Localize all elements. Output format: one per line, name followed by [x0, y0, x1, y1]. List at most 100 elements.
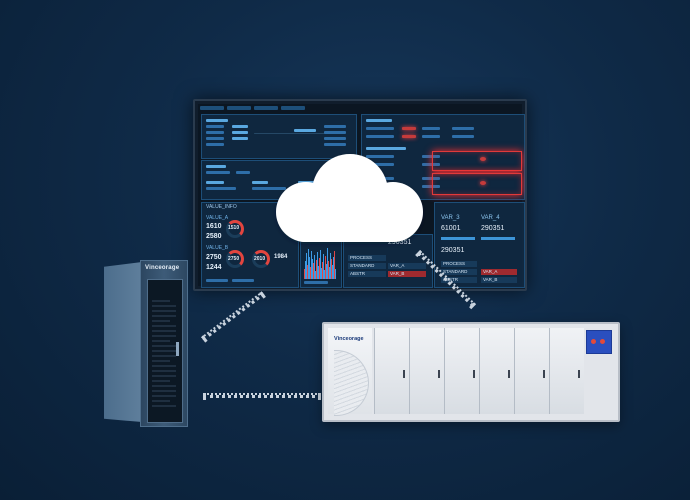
gauge-value: 2010 [254, 256, 266, 262]
door-handle[interactable] [403, 370, 405, 378]
chart-bar [320, 250, 321, 279]
table-cell: VAR_B [481, 277, 517, 283]
chart-bar [319, 258, 320, 279]
dashboard-monitor: VALUE_INFO VALUE_A 1610 2580 1510 VALUE_… [193, 99, 527, 291]
values-panel: 290351 PROCESS STANDARD VAR_A ABSTR VAR_… [343, 234, 433, 288]
tab-4[interactable] [281, 106, 305, 110]
rack-unit [152, 315, 176, 317]
table-cell-alarm[interactable]: VAR_A [481, 269, 517, 275]
container-graphic [334, 350, 369, 416]
alarm-highlight-1[interactable] [432, 151, 522, 171]
rack-unit [152, 300, 170, 302]
chart-bar [332, 265, 333, 279]
rack-unit [152, 390, 176, 392]
chart-bar [315, 271, 316, 279]
value-readout: 290351 [388, 239, 412, 246]
chart-bar [329, 267, 330, 279]
rack-unit [152, 350, 176, 352]
bar-chart [304, 247, 338, 279]
chart-bar [324, 270, 325, 279]
chart-bar [326, 264, 327, 279]
alarm-highlight-2[interactable] [432, 173, 522, 195]
container-door[interactable] [549, 328, 584, 414]
dashboard-screen: VALUE_INFO VALUE_A 1610 2580 1510 VALUE_… [198, 104, 525, 288]
control-panel[interactable] [586, 330, 612, 354]
rack-handle[interactable] [176, 342, 179, 356]
chart-bar [311, 251, 312, 279]
chart-bar [330, 253, 331, 279]
table-cell: ABSTR [441, 277, 477, 283]
gauge-ring [252, 250, 270, 268]
rack-side [104, 262, 142, 422]
chart-bar [322, 262, 323, 279]
cloud-icon [276, 154, 423, 242]
container-door[interactable] [514, 328, 549, 414]
chart-bar [312, 259, 313, 279]
value-readout: 290351 [441, 247, 465, 254]
chart-bar [306, 253, 307, 279]
rack-unit [152, 400, 170, 402]
card-value: 61001 [441, 225, 461, 232]
alarm-panel [361, 114, 525, 200]
chart-bar [327, 248, 328, 279]
rack-door [147, 279, 183, 423]
rack-unit [152, 385, 176, 387]
rack-unit [152, 375, 176, 377]
chart-bar [318, 266, 319, 279]
rack-logo: Vinceorage [145, 265, 180, 271]
chart-bar [307, 265, 308, 279]
door-handle[interactable] [543, 370, 545, 378]
chart-bar [333, 257, 334, 279]
rack-unit [152, 335, 176, 337]
table-cell: STANDARD [441, 269, 477, 275]
chart-bar [308, 249, 309, 279]
chart-bar [316, 260, 317, 279]
rack-unit [152, 395, 176, 397]
chart-bar [310, 267, 311, 279]
chart-bar [325, 256, 326, 279]
chart-bar [304, 269, 305, 279]
rack-unit [152, 380, 170, 382]
chart-bar [335, 269, 336, 279]
table-cell: PROCESS [441, 261, 477, 267]
table-cell: VAR_A [388, 263, 426, 269]
door-handle[interactable] [508, 370, 510, 378]
rack-unit [152, 305, 176, 307]
tab-2[interactable] [227, 106, 251, 110]
gauge-ring [226, 250, 244, 268]
gauge-value: 1610 [206, 223, 222, 230]
door-handle[interactable] [438, 370, 440, 378]
card-value: 290351 [481, 225, 505, 232]
tab-3[interactable] [254, 106, 278, 110]
container-door[interactable] [479, 328, 514, 414]
rack-unit [152, 310, 176, 312]
chart-bar [313, 263, 314, 279]
rack-unit [152, 320, 170, 322]
gauge-label: VALUE_B [206, 245, 229, 251]
rack-unit [152, 405, 176, 407]
dashboard-tabbar[interactable] [200, 106, 305, 112]
container-door[interactable] [374, 328, 409, 414]
table-cell-alarm[interactable]: VAR_B [388, 271, 426, 277]
gauge-value: 1510 [228, 225, 240, 231]
chart-bar [334, 251, 335, 279]
container-door[interactable] [409, 328, 444, 414]
bar-chart-panel [300, 234, 342, 288]
rack-unit [152, 330, 176, 332]
chart-bar [305, 261, 306, 279]
connector-rack-cloud [201, 291, 265, 341]
door-handle[interactable] [578, 370, 580, 378]
rack-unit [152, 355, 176, 357]
gauge-value: 2750 [228, 256, 240, 262]
rack-unit [152, 340, 170, 342]
door-handle[interactable] [473, 370, 475, 378]
chart-bar [309, 257, 310, 279]
gauge-label: VALUE_A [206, 215, 229, 221]
gauge-value: 1984 [274, 254, 288, 260]
tab-1[interactable] [200, 106, 224, 110]
container-logo: Vinceorage [334, 336, 364, 342]
gauge-value: 2750 [206, 254, 222, 261]
indicator-light [591, 339, 596, 344]
container-door[interactable] [444, 328, 479, 414]
rack-server: Vinceorage [140, 260, 188, 427]
